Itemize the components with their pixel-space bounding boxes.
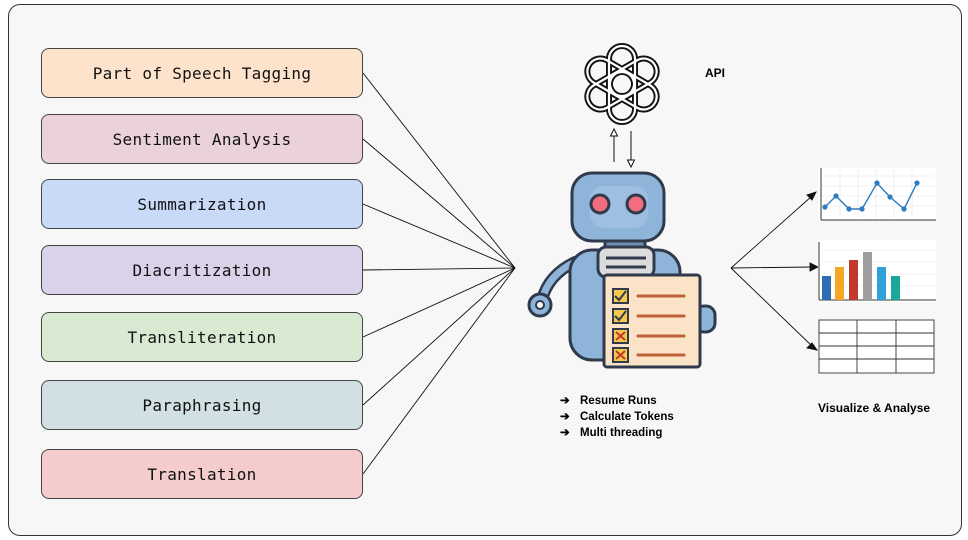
connector-task-5 (362, 267, 516, 338)
feature-label: Multi threading (580, 427, 663, 439)
task-label: Translation (147, 464, 257, 484)
task-box-part-of-speech-tagging: Part of Speech Tagging (41, 48, 363, 98)
task-box-diacritization: Diacritization (41, 245, 363, 295)
arrow-icon: ➔ (560, 427, 570, 439)
connector-task-1 (362, 72, 516, 269)
line-chart-icon (818, 168, 936, 221)
task-box-transliteration: Transliteration (41, 312, 363, 362)
feature-list: ➔ Resume Runs ➔ Calculate Tokens ➔ Multi th… (560, 393, 674, 441)
output-arrows (730, 191, 820, 351)
feature-label: Resume Runs (580, 395, 657, 407)
task-label: Transliteration (127, 327, 277, 347)
connector-task-3 (362, 203, 516, 269)
connector-task-6 (362, 267, 516, 406)
feature-label: Calculate Tokens (580, 411, 674, 423)
connector-task-4 (362, 267, 516, 271)
api-label: API (705, 66, 726, 80)
task-box-translation: Translation (41, 449, 363, 499)
visualize-analyse-label: Visualize & Analyse (818, 401, 931, 415)
task-label: Part of Speech Tagging (92, 63, 312, 83)
connector-task-2 (362, 138, 516, 269)
task-label: Diacritization (132, 260, 272, 280)
table-icon (818, 319, 935, 374)
task-box-paraphrasing: Paraphrasing (41, 380, 363, 430)
robot-with-checklist-icon (527, 171, 717, 369)
api-arrows (609, 127, 636, 169)
connector-task-7 (362, 267, 516, 475)
task-box-sentiment-analysis: Sentiment Analysis (41, 114, 363, 164)
feature-item-multi-threading: ➔ Multi threading (560, 425, 674, 441)
task-label: Summarization (137, 194, 267, 214)
feature-item-resume-runs: ➔ Resume Runs (560, 393, 674, 409)
arrow-icon: ➔ (560, 411, 570, 423)
bar-chart-icon (818, 240, 936, 302)
task-label: Sentiment Analysis (112, 129, 292, 149)
task-label: Paraphrasing (142, 395, 262, 415)
openai-logo-icon (584, 43, 660, 125)
arrow-icon: ➔ (560, 395, 570, 407)
feature-item-calculate-tokens: ➔ Calculate Tokens (560, 409, 674, 425)
task-box-summarization: Summarization (41, 179, 363, 229)
